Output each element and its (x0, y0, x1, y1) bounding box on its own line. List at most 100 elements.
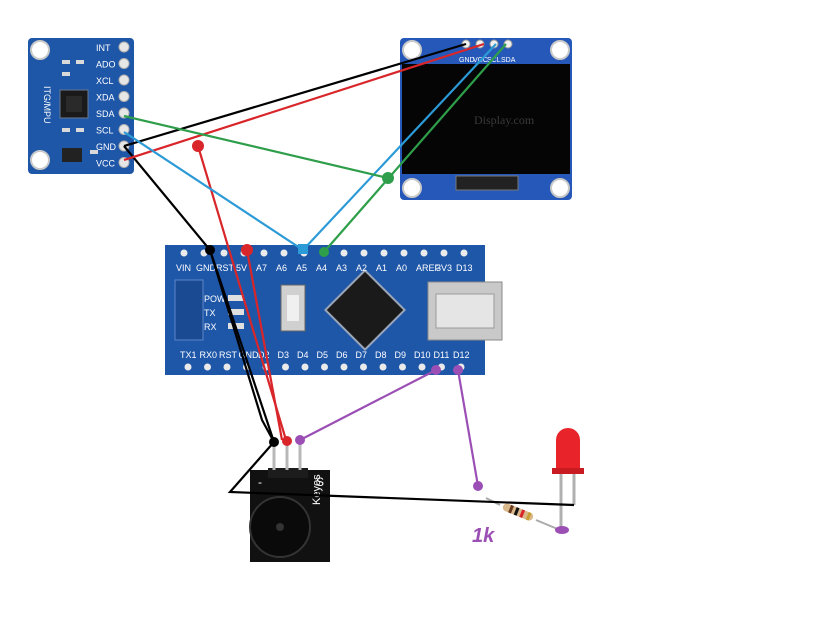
wire-vcc-mpu-oled (123, 42, 485, 162)
mpu-pin-label: SCL (96, 126, 114, 136)
nano-top-pin-hole (440, 249, 448, 257)
nano-bottom-pin-hole (223, 363, 231, 371)
nano-top-pin-label: A7 (256, 263, 267, 273)
nano-top-pin-hole (420, 249, 428, 257)
nano-bottom-pin-label: D11 (434, 350, 450, 360)
mpu-pin-label: XCL (96, 76, 114, 86)
nano-bottom-pin-label: D4 (297, 350, 309, 360)
nano-top-pin-label: A6 (276, 263, 287, 273)
oled-pin-label: SDA (501, 57, 516, 64)
nano-top-pin-hole (180, 249, 188, 257)
nano-top-pin-label: 5V (236, 263, 247, 273)
mpu-pin-column: INT ADO XCL XDA SDA SCL GND VCC (96, 41, 130, 169)
mpu-pin-hole (118, 124, 130, 135)
nano-bottom-pin-hole (418, 363, 426, 371)
nano-led (228, 309, 244, 315)
wire-sda-oled-nano (323, 43, 507, 253)
mpu-pin-label: ADO (96, 60, 116, 70)
nano-led-label: POW (204, 294, 226, 304)
nano-bottom-pin-label: GND (239, 350, 260, 360)
wire-scl-oled-nano (302, 43, 497, 251)
nano-top-pin-label: RST (216, 263, 235, 273)
mpu-pin-hole (118, 91, 130, 102)
oled-pin-hole (489, 39, 499, 49)
wire-gnd-mpu-buzzer (123, 145, 275, 443)
nano-bottom-pin-label: D9 (395, 350, 407, 360)
wire-d12-resistor (456, 369, 480, 487)
wire-junctions (192, 140, 569, 534)
nano-bottom-pin-hole (399, 363, 406, 371)
wire-d11-buzzer (299, 369, 437, 441)
nano-bottom-pin-label: D6 (336, 350, 348, 360)
oled-pin-label: SCL (487, 57, 501, 64)
wire-vcc-mpu-buzzer (196, 145, 288, 441)
nano-top-pin-hole (340, 249, 348, 257)
nano-bottom-pin-hole (282, 363, 289, 371)
oled-watermark: Display.com (474, 113, 535, 127)
nano-bottom-pin-label: D7 (356, 350, 368, 360)
nano-top-pin-label: D13 (456, 263, 473, 273)
nano-led (228, 295, 244, 301)
wire-5v-buzzer (245, 249, 284, 441)
nano-bottom-pin-label: TX1 (180, 350, 197, 360)
nano-led-label: TX (204, 308, 216, 318)
oled-screen (402, 64, 570, 174)
buzzer-minus-label: - (258, 475, 262, 489)
mpu-pin-label: VCC (96, 159, 116, 169)
nano-top-pin-label: A4 (316, 263, 327, 273)
nano-bottom-pin-hole (301, 363, 309, 371)
buzzer-module: - S Keyes (249, 442, 330, 562)
nano-bottom-pin-label: D5 (317, 350, 329, 360)
nano-top-pin-hole (220, 249, 228, 257)
wires (123, 42, 575, 507)
nano-bottom-pin-label: D8 (375, 350, 387, 360)
nano-top-pin-hole (280, 249, 288, 257)
wire-scl-mpu-nano (123, 131, 304, 251)
nano-top-pin-hole (260, 249, 268, 257)
nano-bottom-pin-hole (321, 363, 328, 371)
wire-gnd-nano-buzzer (208, 249, 575, 507)
nano-top-pin-label: A3 (336, 263, 347, 273)
nano-bottom-pin-hole (360, 363, 367, 371)
resistor-value-label: 1k (472, 525, 495, 547)
nano-top-pin-hole (380, 249, 388, 257)
mpu-pin-label: INT (96, 43, 111, 53)
mpu-pin-label: GND (96, 142, 117, 152)
nano-top-pin-label: GND (196, 263, 217, 273)
nano-bottom-pin-label: RX0 (200, 350, 218, 360)
nano-top-pin-hole (360, 249, 368, 257)
nano-top-pin-label: 3V3 (436, 263, 452, 273)
nano-top-pin-hole (400, 249, 408, 257)
nano-top-pin-label: A5 (296, 263, 307, 273)
nano-bottom-pin-label: D2 (258, 350, 270, 360)
nano-bottom-pin-label: D3 (278, 350, 290, 360)
mpu-pin-label: SDA (96, 109, 115, 119)
nano-bottom-pin-hole (204, 363, 211, 371)
nano-bottom-pin-label: D12 (453, 350, 470, 360)
wire-sda-mpu-oled (123, 114, 389, 180)
nano-bottom-pin-label: RST (219, 350, 238, 360)
mpu-pin-hole (118, 41, 130, 53)
mpu-pin-hole (118, 58, 130, 69)
red-led (552, 428, 584, 532)
nano-top-pin-label: A0 (396, 263, 407, 273)
buzzer-signal-label: S (316, 475, 324, 489)
nano-top-pin-label: A1 (376, 263, 387, 273)
nano-bottom-pin-hole (184, 363, 192, 371)
oled-pin-label: GND (459, 57, 475, 64)
mpu-pin-label: XDA (96, 93, 115, 103)
nano-top-pin-label: VIN (176, 263, 191, 273)
nano-top-pin-label: A2 (356, 263, 367, 273)
mpu-pin-hole (118, 74, 130, 86)
mcu-chip (323, 268, 407, 352)
nano-top-pin-label: AREF (416, 263, 441, 273)
nano-bottom-pin-hole (340, 363, 348, 371)
nano-led-label: RX (204, 322, 217, 332)
resistor: 1k (472, 497, 561, 547)
